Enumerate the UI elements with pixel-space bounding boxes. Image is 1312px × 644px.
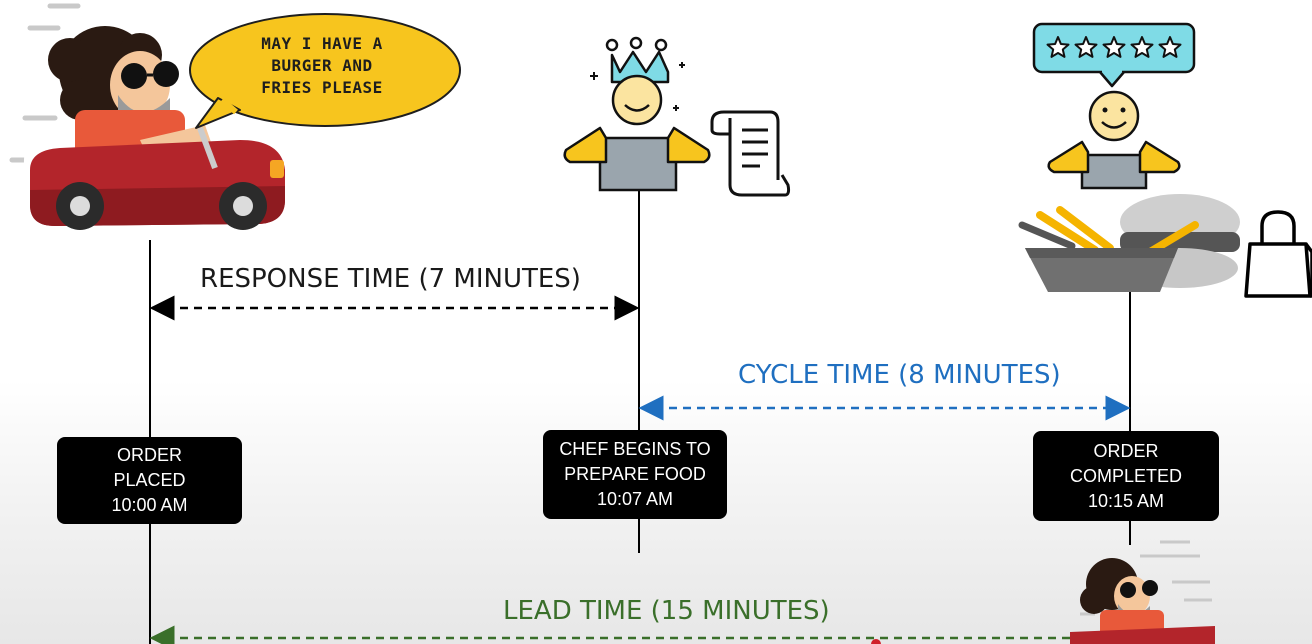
speech-bubble xyxy=(189,13,461,129)
rating-stars xyxy=(1046,36,1182,58)
star-icon xyxy=(1046,36,1070,58)
chef-with-crown-icon xyxy=(563,36,711,192)
event-box-order-placed: ORDER PLACED 10:00 AM xyxy=(57,437,242,524)
customer-returning-icon xyxy=(1070,540,1215,644)
customer-in-car-icon xyxy=(9,3,292,240)
star-icon xyxy=(1130,36,1154,58)
event-line: CHEF BEGINS TO xyxy=(559,439,711,459)
star-icon xyxy=(1074,36,1098,58)
event-line: ORDER xyxy=(1093,440,1159,461)
speech-line: FRIES PLEASE xyxy=(261,78,383,97)
event-line: PLACED xyxy=(113,470,186,490)
event-box-chef-begins: CHEF BEGINS TO PREPARE FOOD 10:07 AM xyxy=(543,430,727,519)
speech-line: BURGER AND xyxy=(271,56,373,75)
event-box-order-completed: ORDER COMPLETED 10:15 AM xyxy=(1033,431,1219,521)
cycle-time-label: CYCLE TIME (8 MINUTES) xyxy=(738,360,1061,390)
speech-bubble-text: MAY I HAVE A BURGER AND FRIES PLEASE xyxy=(222,33,422,99)
event-line: ORDER xyxy=(116,445,182,465)
lead-time-label: LEAD TIME (15 MINUTES) xyxy=(503,596,830,626)
star-icon xyxy=(1158,36,1182,58)
event-line: 10:07 AM xyxy=(596,489,674,509)
event-line: 10:00 AM xyxy=(111,495,188,515)
speech-line: MAY I HAVE A xyxy=(261,34,383,53)
worker-rating-icon xyxy=(1032,22,1196,190)
recipe-scroll-icon xyxy=(710,110,791,197)
event-line: COMPLETED xyxy=(1069,465,1183,486)
event-line: PREPARE FOOD xyxy=(564,464,706,484)
burger-fries-icon xyxy=(1018,194,1240,292)
response-time-label: RESPONSE TIME (7 MINUTES) xyxy=(200,264,581,294)
star-icon xyxy=(1102,36,1126,58)
shopping-bag-icon xyxy=(1244,210,1312,298)
event-line: 10:15 AM xyxy=(1087,490,1165,511)
